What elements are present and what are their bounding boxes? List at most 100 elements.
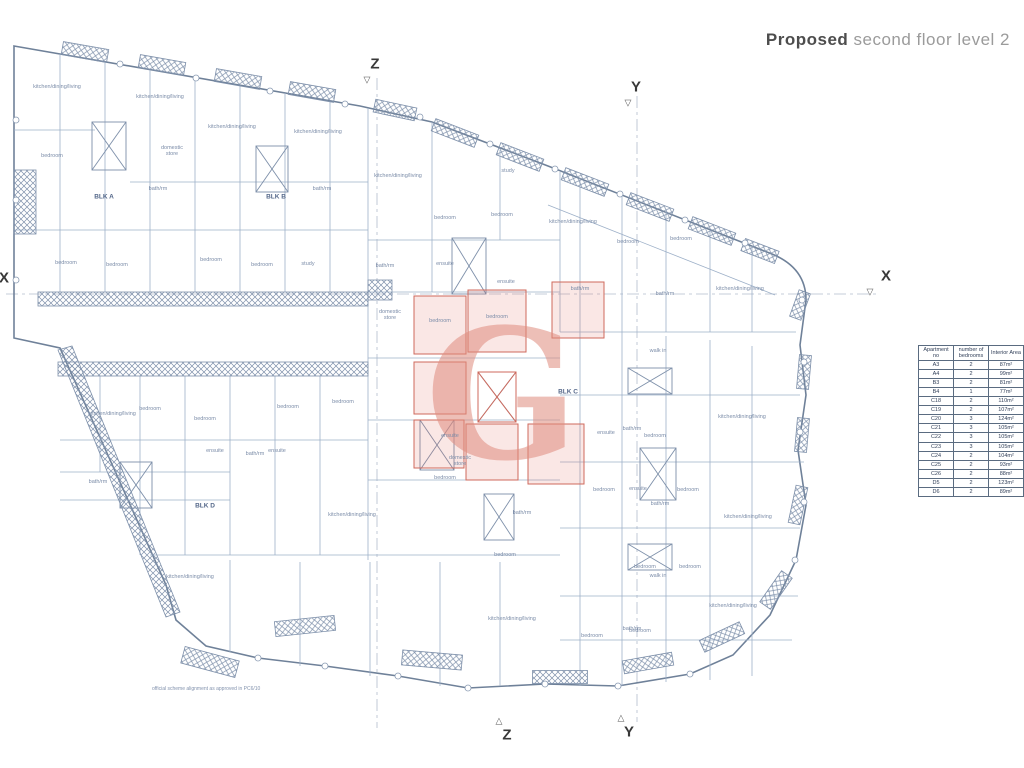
- room-label-walk-in: walk in: [649, 348, 667, 355]
- room-label-bedroom: bedroom: [644, 433, 666, 440]
- cell: 2: [953, 450, 989, 461]
- room-label-bedroom: bedroom: [679, 564, 701, 571]
- room-label-bedroom: bedroom: [251, 262, 273, 269]
- section-arrow-icon: ▽: [866, 286, 874, 297]
- section-marker-x-left: X: [0, 269, 10, 287]
- section-arrow-icon: ▽: [363, 74, 371, 85]
- room-label-ensuite: ensuite: [206, 448, 224, 455]
- room-label-kitchen: kitchen/dining/living: [136, 94, 184, 101]
- room-label-bedroom: bedroom: [194, 416, 216, 423]
- room-label-bedroom: bedroom: [332, 399, 354, 406]
- room-label-bedroom: bedroom: [486, 314, 508, 321]
- room-label-bedroom: bedroom: [634, 564, 656, 571]
- cell: C23: [918, 441, 954, 452]
- cell: 81m²: [988, 378, 1024, 389]
- section-arrow-icon: ▽: [624, 97, 632, 108]
- room-label-bedroom: bedroom: [494, 552, 516, 559]
- room-label-ensuite: ensuite: [597, 430, 615, 437]
- cell: C26: [918, 468, 954, 479]
- section-arrow-icon: △: [617, 712, 625, 723]
- room-label-bathrm: bath/rm: [622, 626, 642, 633]
- cell: 124m²: [988, 414, 1024, 425]
- room-label-bathrm: bath/rm: [512, 510, 532, 517]
- room-label-ensuite: ensuite: [268, 448, 286, 455]
- cell: C19: [918, 405, 954, 416]
- approval-note: official scheme alignment as approved in…: [152, 686, 261, 692]
- cell: 89m²: [988, 486, 1024, 497]
- room-label-study: study: [501, 168, 515, 175]
- apartment-schedule-table: Apartment no number of bedrooms Interior…: [918, 344, 1024, 497]
- room-label-bathrm: bath/rm: [650, 501, 670, 508]
- cell: C20: [918, 414, 954, 425]
- room-label-bedroom: bedroom: [434, 215, 456, 222]
- room-label-bathrm: bath/rm: [375, 263, 395, 270]
- sheet-title-light: second floor level 2: [848, 30, 1010, 49]
- cell: 123m²: [988, 477, 1024, 488]
- cell: 3: [953, 414, 989, 425]
- sheet-title-bold: Proposed: [765, 30, 849, 49]
- cell: 110m²: [988, 396, 1024, 407]
- cell: 104m²: [988, 450, 1024, 461]
- table-header-row: Apartment no number of bedrooms Interior…: [918, 344, 1024, 362]
- room-label-bathrm: bath/rm: [88, 479, 108, 486]
- cell: C21: [918, 423, 954, 434]
- highlighted-apartment: [413, 281, 605, 485]
- cell: 88m²: [988, 468, 1024, 479]
- cell: C24: [918, 450, 954, 461]
- room-label-kitchen: kitchen/dining/living: [374, 173, 422, 180]
- room-label-bedroom: bedroom: [106, 262, 128, 269]
- cell: 2: [953, 468, 989, 479]
- room-label-bedroom: bedroom: [200, 257, 222, 264]
- room-label-ensuite: ensuite: [497, 279, 515, 286]
- cell: 105m²: [988, 441, 1024, 452]
- room-label-kitchen: kitchen/dining/living: [488, 616, 536, 623]
- cell: 105m²: [988, 423, 1024, 434]
- room-label-bedroom: bedroom: [139, 406, 161, 413]
- room-label-bedroom: bedroom: [434, 475, 456, 482]
- cell: 87m²: [988, 360, 1024, 371]
- room-label-walk-in: walk in: [649, 573, 667, 580]
- room-label-kitchen: kitchen/dining/living: [709, 603, 757, 610]
- room-label-kitchen: kitchen/dining/living: [716, 286, 764, 293]
- room-label-bedroom: bedroom: [41, 153, 63, 160]
- cell: 93m²: [988, 459, 1024, 470]
- room-label-kitchen: kitchen/dining/living: [88, 411, 136, 418]
- cell: 1: [953, 387, 989, 398]
- cell: 3: [953, 432, 989, 443]
- room-label-bathrm: bath/rm: [312, 186, 332, 193]
- room-label-bedroom: bedroom: [670, 236, 692, 243]
- room-label-bedroom: bedroom: [277, 404, 299, 411]
- cell: A4: [918, 369, 954, 380]
- cell: 2: [953, 360, 989, 371]
- cell: 77m²: [988, 387, 1024, 398]
- room-label-ensuite: ensuite: [629, 486, 647, 493]
- cell: C25: [918, 459, 954, 470]
- block-label-b: BLK B: [266, 193, 286, 201]
- room-label-kitchen: kitchen/dining/living: [328, 512, 376, 519]
- cell: 2: [953, 405, 989, 416]
- room-label-kitchen: kitchen/dining/living: [294, 129, 342, 136]
- cell: 2: [953, 477, 989, 488]
- cell: 2: [953, 369, 989, 380]
- room-label-bedroom: bedroom: [429, 318, 451, 325]
- room-label-kitchen: kitchen/dining/living: [166, 574, 214, 581]
- cell: B3: [918, 378, 954, 389]
- sheet-title: Proposed second floor level 2: [766, 30, 1010, 50]
- section-marker-y-bottom: Y: [623, 723, 635, 741]
- room-label-bedroom: bedroom: [677, 487, 699, 494]
- cell: D6: [918, 486, 954, 497]
- cell: 3: [953, 441, 989, 452]
- room-label-domestic-store: domestic store: [448, 455, 471, 467]
